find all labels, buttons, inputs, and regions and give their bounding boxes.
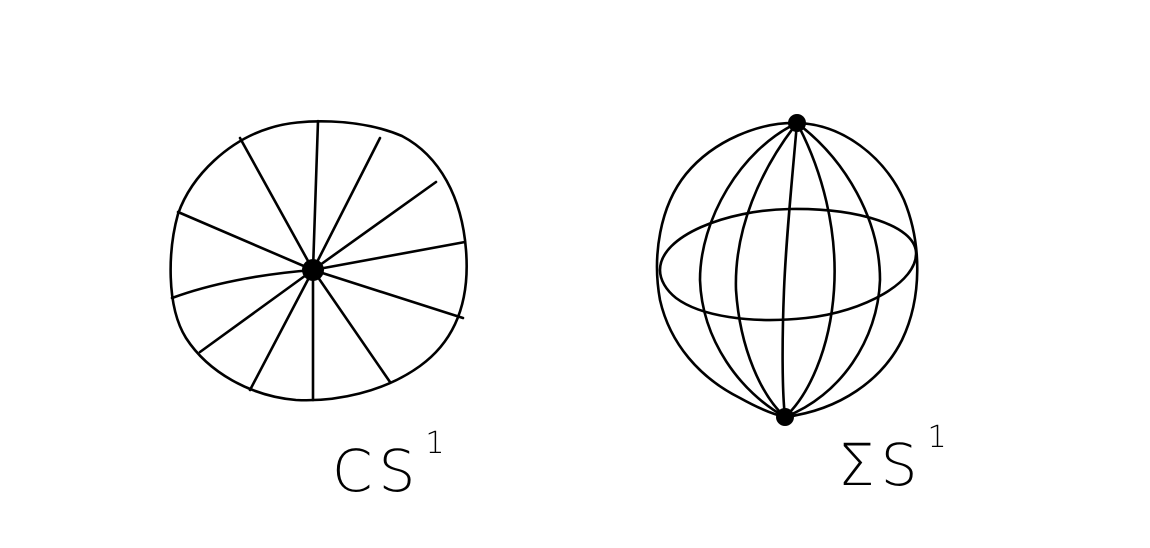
suspension-label-text: ΣS bbox=[838, 431, 924, 499]
suspension-meridian bbox=[783, 121, 882, 419]
suspension-outline bbox=[655, 121, 919, 419]
cone-ray bbox=[176, 210, 315, 272]
cone-ray bbox=[311, 268, 465, 320]
cone-ray bbox=[198, 268, 315, 354]
suspension-figure bbox=[655, 114, 919, 426]
suspension-meridians bbox=[698, 121, 882, 419]
cone-ray bbox=[248, 268, 315, 392]
suspension-meridian bbox=[781, 121, 799, 419]
cone-radial-lines bbox=[170, 119, 467, 402]
cone-figure bbox=[169, 119, 468, 402]
cone-apex-point bbox=[302, 259, 324, 281]
suspension-meridian bbox=[783, 121, 836, 419]
suspension-north-pole bbox=[788, 114, 806, 132]
cone-ray bbox=[311, 136, 382, 272]
cone-ray bbox=[311, 180, 438, 272]
cone-ray bbox=[311, 268, 392, 384]
suspension-meridian bbox=[698, 121, 799, 419]
cone-boundary-circle bbox=[169, 119, 468, 402]
cone-ray bbox=[170, 268, 315, 300]
suspension-equator bbox=[658, 207, 918, 322]
suspension-label-superscript: 1 bbox=[927, 419, 953, 455]
cone-ray bbox=[238, 136, 315, 272]
cone-ray bbox=[311, 240, 467, 272]
cone-label-text: CS bbox=[332, 437, 422, 505]
suspension-meridian bbox=[734, 121, 799, 419]
cone-ray bbox=[311, 119, 320, 272]
suspension-south-pole bbox=[776, 408, 794, 426]
cone-label-superscript: 1 bbox=[425, 425, 451, 461]
